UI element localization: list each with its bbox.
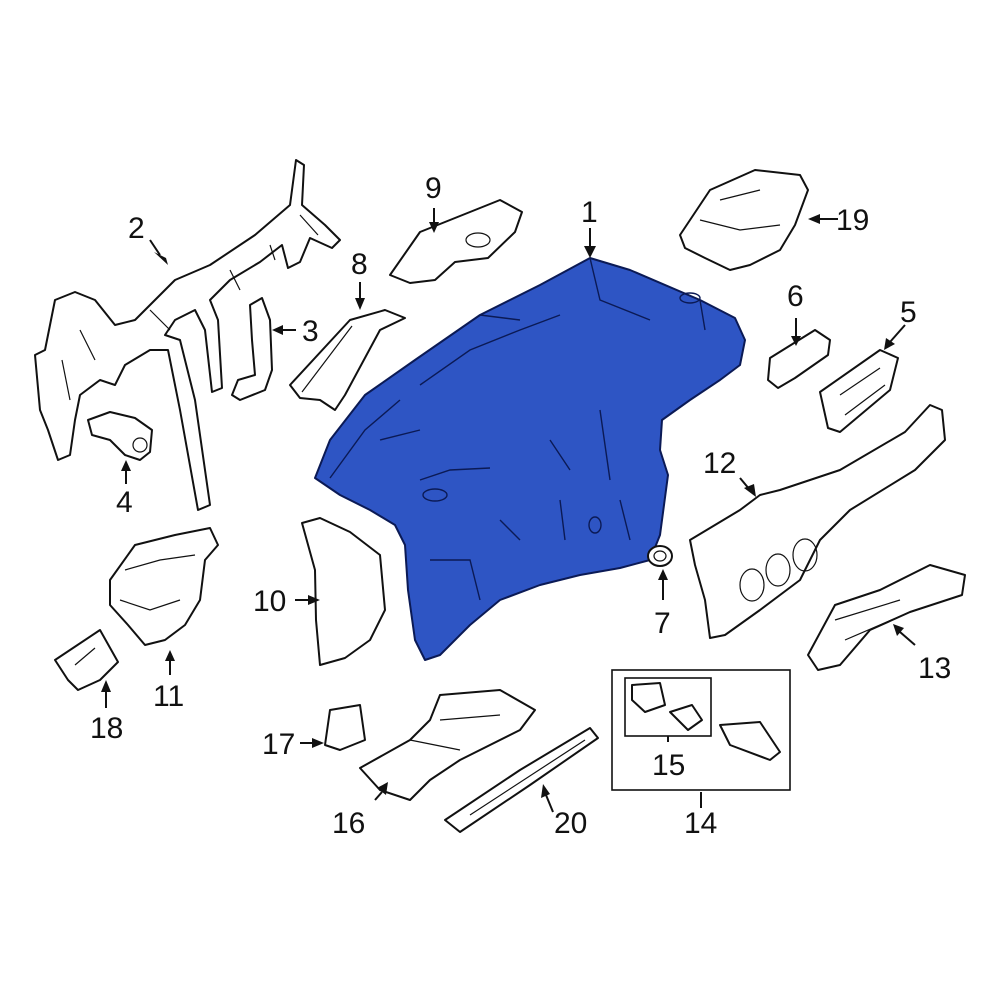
part-18-bracket bbox=[54, 629, 119, 691]
part-12-center-bezel bbox=[689, 404, 946, 639]
callout-2: 2 bbox=[128, 212, 145, 245]
leader-lines bbox=[101, 208, 916, 813]
part-10-side-panel bbox=[301, 517, 386, 666]
callout-19: 19 bbox=[836, 204, 869, 237]
part-13-storage bbox=[807, 564, 966, 671]
callout-14: 14 bbox=[684, 807, 717, 840]
callout-9: 9 bbox=[425, 172, 442, 205]
callout-7: 7 bbox=[654, 607, 671, 640]
part-4-sensor bbox=[87, 411, 153, 461]
part-19-console-unit bbox=[679, 169, 809, 271]
callout-4: 4 bbox=[116, 486, 133, 519]
part-7-grommet bbox=[647, 545, 673, 567]
callout-3: 3 bbox=[302, 315, 319, 348]
part-20-trim-strip bbox=[444, 727, 599, 833]
callout-11: 11 bbox=[153, 680, 184, 713]
callout-6: 6 bbox=[787, 280, 804, 313]
part-6-bracket bbox=[767, 329, 831, 389]
callout-13: 13 bbox=[918, 652, 951, 685]
part-17-switch bbox=[324, 704, 366, 751]
callout-15: 15 bbox=[652, 749, 685, 782]
callout-20: 20 bbox=[554, 807, 587, 840]
part-11-cluster-housing bbox=[109, 527, 219, 646]
part-16-glovebox-lower bbox=[359, 689, 536, 801]
part-14-group-box bbox=[611, 669, 791, 791]
part-5-module bbox=[819, 349, 899, 433]
part-9-top-cover bbox=[389, 199, 523, 284]
part-1-instrument-panel bbox=[314, 257, 746, 661]
callout-10: 10 bbox=[253, 585, 286, 618]
part-8-trim-panel bbox=[289, 309, 406, 411]
part-2-cross-car-beam bbox=[34, 159, 341, 511]
callout-16: 16 bbox=[332, 807, 365, 840]
part-3-bracket bbox=[231, 297, 273, 401]
callout-5: 5 bbox=[900, 296, 917, 329]
callout-17: 17 bbox=[262, 728, 295, 761]
callout-8: 8 bbox=[351, 248, 368, 281]
callout-18: 18 bbox=[90, 712, 123, 745]
callout-12: 12 bbox=[703, 447, 736, 480]
callout-1: 1 bbox=[581, 196, 598, 229]
